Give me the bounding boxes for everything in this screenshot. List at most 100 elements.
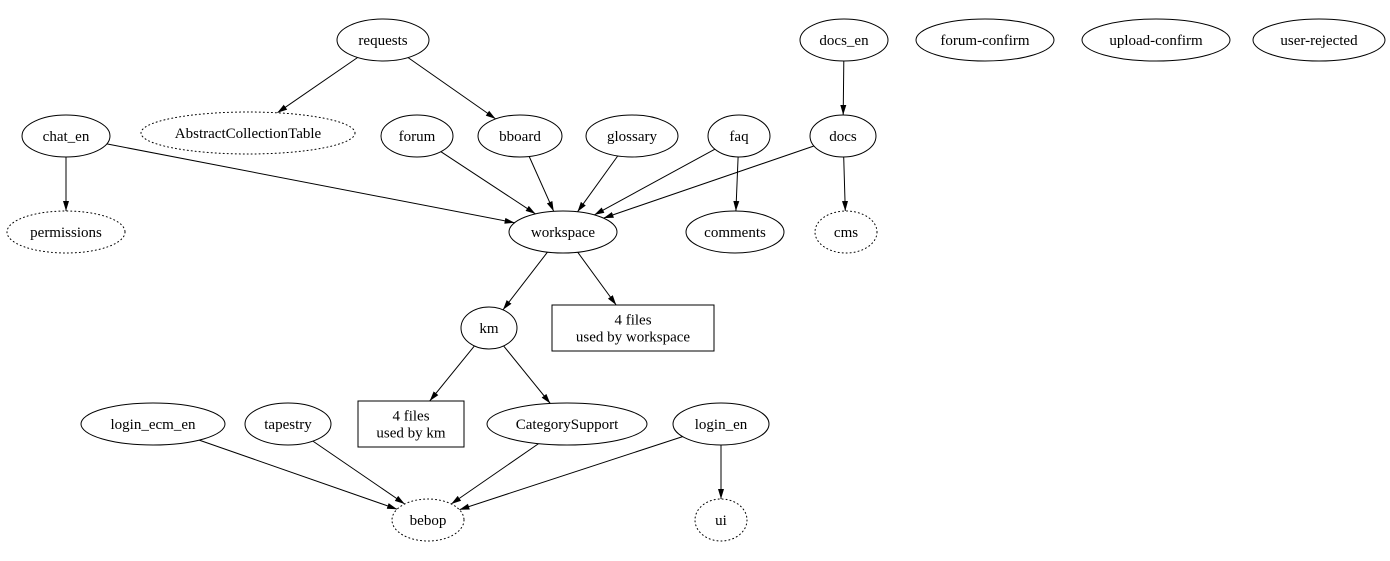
- node-label: permissions: [30, 225, 102, 241]
- node-label-line: used by km: [376, 426, 445, 442]
- node-label: CategorySupport: [516, 417, 619, 433]
- edge-docs_en-docs: [840, 60, 847, 116]
- node-ellipse-shape: [694, 498, 748, 542]
- node-label: chat_en: [43, 129, 90, 145]
- node-label-line: faq: [729, 129, 749, 145]
- node-label: requests: [358, 33, 407, 49]
- node-bboard: bboard: [477, 114, 563, 158]
- node-label-line: login_en: [695, 417, 748, 433]
- node-label: login_ecm_en: [111, 417, 196, 433]
- node-cms: cms: [814, 210, 878, 254]
- node-ellipse-shape: [1081, 18, 1231, 62]
- node-upload-confirm: upload-confirm: [1081, 18, 1231, 62]
- node-label-line: tapestry: [264, 417, 312, 433]
- node-label: AbstractCollectionTable: [175, 126, 322, 142]
- node-ellipse-shape: [814, 210, 878, 254]
- node-ellipse-shape: [21, 114, 111, 158]
- node-ellipse-shape: [391, 498, 465, 542]
- node-label-line: permissions: [30, 225, 102, 241]
- node-ui: ui: [694, 498, 748, 542]
- node-docs_en: docs_en: [799, 18, 889, 62]
- edge-bboard-workspace: [528, 156, 555, 212]
- node-permissions: permissions: [6, 210, 126, 254]
- node-label: login_en: [695, 417, 748, 433]
- node-AbstractCollectionTable: AbstractCollectionTable: [140, 111, 356, 155]
- node-label-line: forum: [399, 129, 436, 145]
- node-label: forum: [399, 129, 436, 145]
- node-label: bebop: [410, 513, 447, 529]
- node-label: faq: [729, 129, 749, 145]
- node-chat_en: chat_en: [21, 114, 111, 158]
- node-ellipse-shape: [244, 402, 332, 446]
- node-label-line: 4 files: [392, 409, 429, 425]
- edge-faq-workspace: [594, 148, 716, 216]
- node-km: km: [460, 306, 518, 350]
- node-label-line: requests: [358, 33, 407, 49]
- node-label: cms: [834, 225, 858, 241]
- node-label-line: CategorySupport: [516, 417, 619, 433]
- node-comments: comments: [685, 210, 785, 254]
- node-label-line: forum-confirm: [940, 33, 1029, 49]
- node-label-line: chat_en: [43, 129, 90, 145]
- node-label-line: glossary: [607, 129, 657, 145]
- node-label-line: used by workspace: [576, 330, 690, 346]
- edge-requests-AbstractCollectionTable: [277, 57, 358, 114]
- edge-login_en-bebop: [459, 436, 683, 511]
- node-label-line: docs_en: [819, 33, 869, 49]
- node-label-line: cms: [834, 225, 858, 241]
- edge-docs-cms: [842, 156, 849, 212]
- node-ellipse-shape: [460, 306, 518, 350]
- node-ellipse-shape: [80, 402, 226, 446]
- node-login_en: login_en: [672, 402, 770, 446]
- node-ellipse-shape: [1252, 18, 1386, 62]
- node-ellipse-shape: [799, 18, 889, 62]
- edge-requests-bboard: [407, 57, 496, 120]
- node-ellipse-shape: [140, 111, 356, 155]
- node-label: upload-confirm: [1109, 33, 1203, 49]
- node-label-line: workspace: [531, 225, 595, 241]
- node-ellipse-shape: [707, 114, 771, 158]
- edge-workspace-km: [502, 251, 548, 311]
- node-label-line: docs: [829, 129, 857, 145]
- node-ellipse-shape: [508, 210, 618, 254]
- edge-forum-workspace: [440, 151, 536, 215]
- node-label-line: bboard: [499, 129, 541, 145]
- node-ellipse-shape: [336, 18, 430, 62]
- node-workspace: workspace: [508, 210, 618, 254]
- edge-glossary-workspace: [577, 155, 619, 213]
- node-glossary: glossary: [585, 114, 679, 158]
- node-label: comments: [704, 225, 766, 241]
- node-label: glossary: [607, 129, 657, 145]
- edge-docs-workspace: [603, 145, 815, 219]
- node-label-line: 4 files: [614, 313, 651, 329]
- edge-faq-comments: [733, 156, 740, 212]
- node-forum: forum: [380, 114, 454, 158]
- node-user-rejected: user-rejected: [1252, 18, 1386, 62]
- node-label-line: login_ecm_en: [111, 417, 196, 433]
- node-box-shape: [551, 304, 715, 352]
- node-ellipse-shape: [685, 210, 785, 254]
- node-forum-confirm: forum-confirm: [915, 18, 1055, 62]
- node-login_ecm_en: login_ecm_en: [80, 402, 226, 446]
- node-label: tapestry: [264, 417, 312, 433]
- edge-tapestry-bebop: [312, 440, 405, 505]
- node-ellipse-shape: [477, 114, 563, 158]
- node-ellipse-shape: [486, 402, 648, 446]
- node-ellipse-shape: [672, 402, 770, 446]
- node-bebop: bebop: [391, 498, 465, 542]
- node-ellipse-shape: [380, 114, 454, 158]
- edge-login_ecm_en-bebop: [199, 439, 398, 510]
- edge-km-CategorySupport: [503, 345, 551, 404]
- node-label-line: km: [479, 321, 499, 337]
- node-label-line: user-rejected: [1280, 33, 1358, 49]
- node-label: docs: [829, 129, 857, 145]
- node-CategorySupport: CategorySupport: [486, 402, 648, 446]
- node-label: docs_en: [819, 33, 869, 49]
- node-label: km: [479, 321, 499, 337]
- node-ellipse-shape: [585, 114, 679, 158]
- node-label-line: comments: [704, 225, 766, 241]
- node-label: ui: [715, 513, 727, 529]
